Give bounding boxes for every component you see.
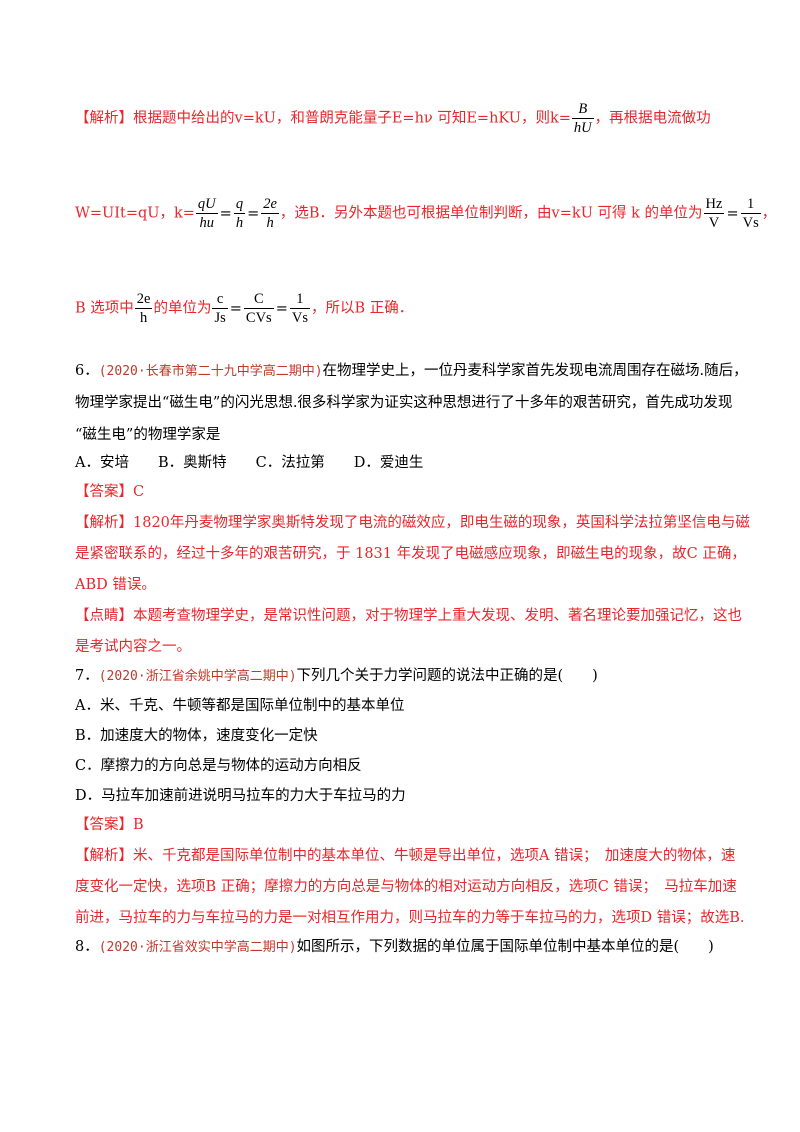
q7-option-b: B．加速度大的物体，速度变化一定快 xyxy=(75,728,318,744)
comment-text: 本题考查物理学史，是常识性问题，对于物理学上重大发现、发明、著名理论要加强记忆，… xyxy=(133,608,742,624)
q6-comment-line-2: 是考试内容之一。 xyxy=(75,639,191,655)
question-text: 如图所示，下列数据的单位属于国际单位制中基本单位的是( ) xyxy=(296,939,714,955)
q8-stem: 8．(2020·浙江省效实中学高二期中)如图所示，下列数据的单位属于国际单位制中… xyxy=(75,937,714,958)
equals-sign: = xyxy=(726,205,739,222)
q6-options: A．安培 B．奥斯特 C．法拉第 D．爱迪生 xyxy=(75,455,424,471)
q6-stem-line-2: 物理学家提出“磁生电”的闪光思想.很多科学家为证实这种思想进行了十多年的艰苦研究… xyxy=(75,395,733,411)
analysis-text: 根据题中给出的v=kU，和普朗克能量子E=hν 可知E=hKU，则k= xyxy=(133,110,571,127)
analysis-line-1: 【解析】根据题中给出的v=kU，和普朗克能量子E=hν 可知E=hKU，则k=B… xyxy=(75,100,711,137)
equals-sign: = xyxy=(229,300,242,317)
question-source: (2020·长春市第二十九中学高二期中) xyxy=(98,364,323,379)
comment-tag: 【点睛】 xyxy=(75,608,133,624)
answer-value: C xyxy=(133,484,145,500)
answer-tag: 【答案】 xyxy=(75,817,133,833)
analysis-text: W=UIt=qU，k= xyxy=(75,205,195,222)
question-number: 7． xyxy=(75,668,99,684)
answer-tag: 【答案】 xyxy=(75,484,133,500)
equals-sign: = xyxy=(247,205,260,222)
question-text: 下列几个关于力学问题的说法中正确的是( ) xyxy=(296,668,598,684)
analysis-text: ，所以B 正确． xyxy=(310,300,414,317)
q6-analysis-line-2: 是紧密联系的，经过十多年的艰苦研究，于 1831 年发现了电磁感应现象，即磁生电… xyxy=(75,546,746,562)
q7-option-a: A．米、千克、牛顿等都是国际单位制中的基本单位 xyxy=(75,698,405,714)
q7-stem: 7．(2020·浙江省余姚中学高二期中)下列几个关于力学问题的说法中正确的是( … xyxy=(75,666,598,687)
q7-analysis-line-1: 【解析】米、千克都是国际单位制中的基本单位、牛顿是导出单位，选项A 错误； 加速… xyxy=(75,846,735,866)
answer-value: B xyxy=(133,817,144,833)
equals-sign: = xyxy=(219,205,232,222)
question-source: (2020·浙江省余姚中学高二期中) xyxy=(98,669,297,684)
question-text: 在物理学史上，一位丹麦科学家首先发现电流周围存在磁场.随后， xyxy=(322,363,748,379)
analysis-text: 米、千克都是国际单位制中的基本单位、牛顿是导出单位，选项A 错误； 加速度大的物… xyxy=(133,848,736,864)
analysis-text: 1820年丹麦物理学家奥斯特发现了电流的磁效应，即电生磁的现象，英国科学法拉第坚… xyxy=(133,515,750,531)
q6-stem-line-1: 6．(2020·长春市第二十九中学高二期中)在物理学史上，一位丹麦科学家首先发现… xyxy=(75,361,748,382)
analysis-text: ，选B．另外本题也可根据单位制判断，由v=kU 可得 k 的单位为 xyxy=(279,205,703,222)
q7-analysis-line-2: 度变化一定快，选项B 正确；摩擦力的方向总是与物体的相对运动方向相反，选项C 错… xyxy=(75,879,737,895)
analysis-text: ，再根据电流做功 xyxy=(594,110,711,127)
question-source: (2020·浙江省效实中学高二期中) xyxy=(98,940,297,955)
q6-answer: 【答案】C xyxy=(75,482,144,502)
analysis-text: ， xyxy=(761,205,777,222)
equals-sign: = xyxy=(275,300,288,317)
q7-option-d: D．马拉车加速前进说明马拉车的力大于车拉马的力 xyxy=(75,788,406,804)
q7-answer: 【答案】B xyxy=(75,815,144,835)
q7-analysis-line-3: 前进，马拉车的力与车拉马的力是一对相互作用力，则马拉车的力等于车拉马的力，选项D… xyxy=(75,910,745,926)
q6-analysis-line-3: ABD 错误。 xyxy=(75,577,156,593)
analysis-tag: 【解析】 xyxy=(75,515,133,531)
analysis-tag: 【解析】 xyxy=(75,110,133,127)
q6-comment-line-1: 【点睛】本题考查物理学史，是常识性问题，对于物理学上重大发现、发明、著名理论要加… xyxy=(75,606,742,626)
question-number: 8． xyxy=(75,939,99,955)
q6-stem-line-3: “磁生电”的物理学家是 xyxy=(75,427,221,443)
question-number: 6． xyxy=(75,363,99,379)
analysis-text: 的单位为 xyxy=(153,300,212,317)
q7-option-c: C．摩擦力的方向总是与物体的运动方向相反 xyxy=(75,758,362,774)
q6-analysis-line-1: 【解析】1820年丹麦物理学家奥斯特发现了电流的磁效应，即电生磁的现象，英国科学… xyxy=(75,513,750,533)
analysis-tag: 【解析】 xyxy=(75,848,133,864)
analysis-text: B 选项中 xyxy=(75,300,134,317)
